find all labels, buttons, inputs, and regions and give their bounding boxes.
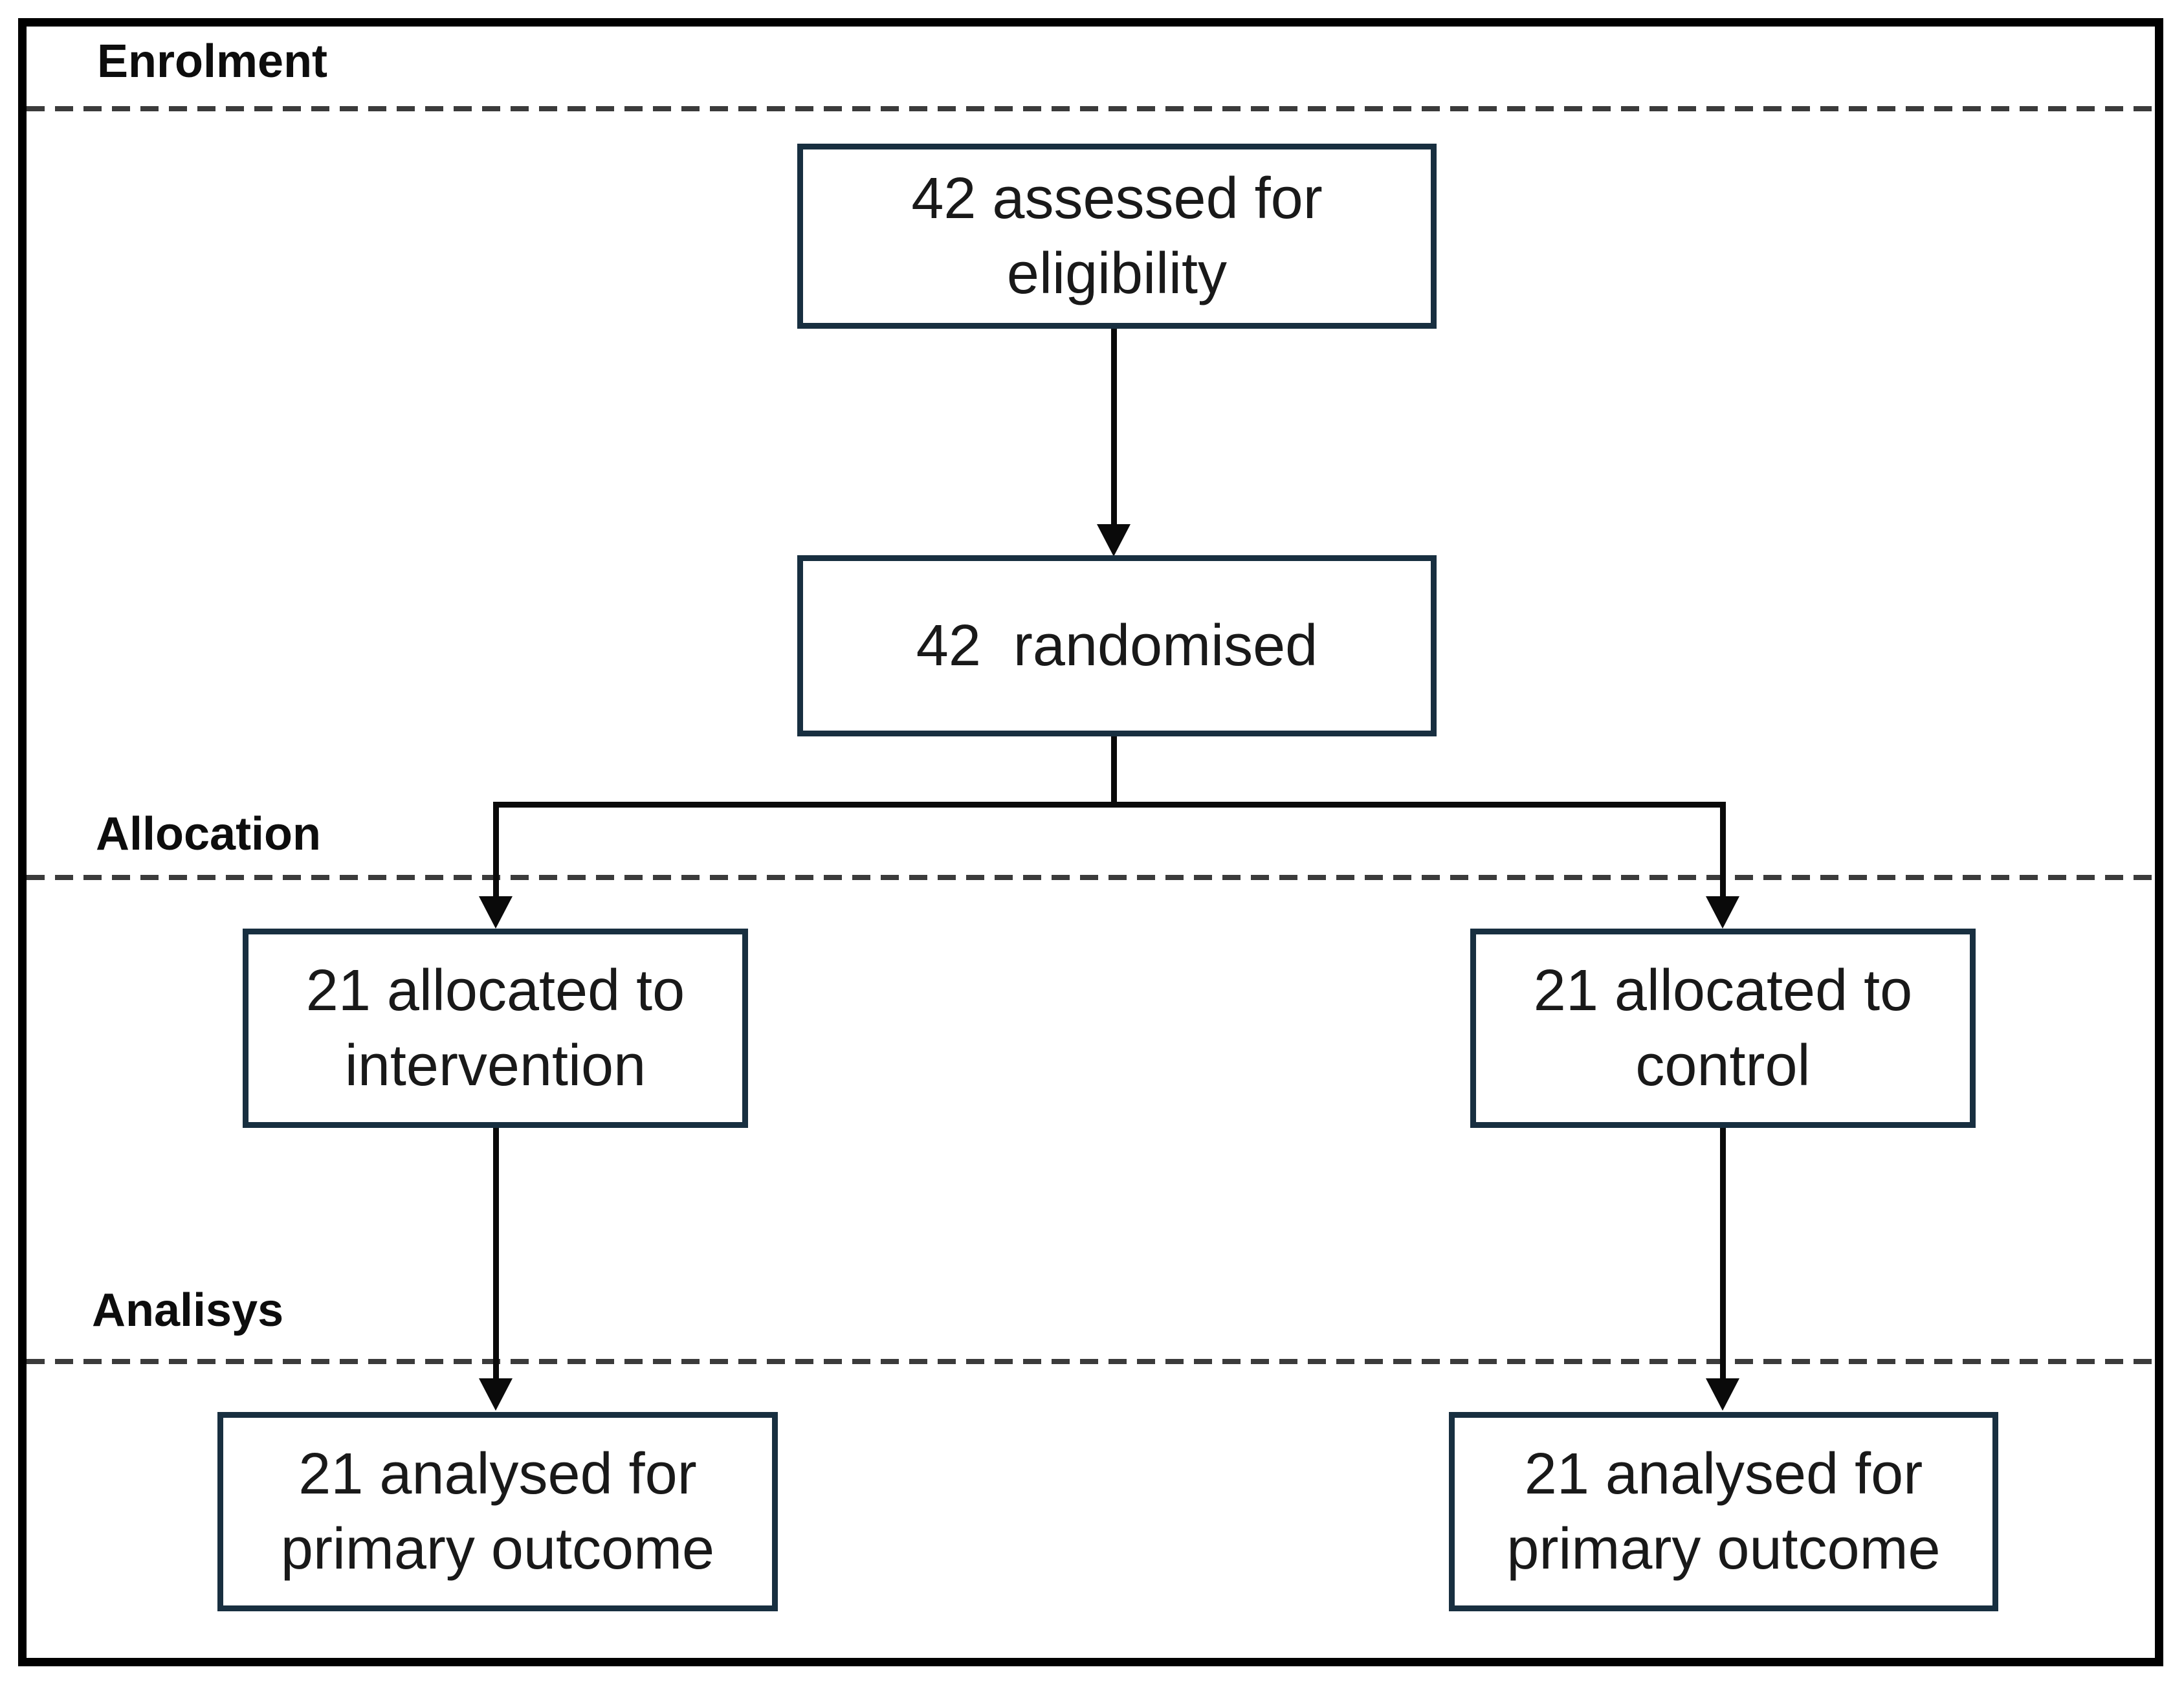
connector-control-to-analysis [1720, 1126, 1726, 1380]
box-analysed-control-text: 21 analysed for primary outcome [1506, 1442, 1941, 1582]
connector-randomised-to-branch [1111, 731, 1117, 808]
box-allocated-intervention: 21 allocated to intervention [243, 929, 748, 1128]
connector-branch-to-control [1720, 802, 1726, 898]
box-allocated-control-text: 21 allocated to control [1533, 958, 1913, 1098]
box-assessed-for-eligibility: 42 assessed for eligibility [797, 144, 1437, 329]
box-allocated-intervention-text: 21 allocated to intervention [305, 958, 685, 1098]
arrowhead-analysis-intervention [479, 1378, 513, 1411]
divider-analysis [27, 1359, 2157, 1364]
arrowhead-intervention [479, 896, 513, 929]
connector-eligibility-to-randomised [1111, 327, 1117, 524]
outer-frame [18, 18, 2163, 1666]
box-allocated-control: 21 allocated to control [1470, 929, 1976, 1128]
box-analysed-control: 21 analysed for primary outcome [1449, 1412, 1998, 1611]
section-label-enrolment: Enrolment [97, 36, 328, 87]
connector-branch-to-intervention [493, 802, 499, 898]
arrowhead-randomised [1097, 524, 1131, 557]
box-randomised: 42 randomised [797, 555, 1437, 736]
section-label-analysis: Analisys [92, 1285, 284, 1336]
box-assessed-for-eligibility-text: 42 assessed for eligibility [911, 166, 1323, 306]
section-label-allocation: Allocation [96, 808, 322, 860]
box-analysed-intervention: 21 analysed for primary outcome [217, 1412, 778, 1611]
arrowhead-analysis-control [1706, 1378, 1739, 1411]
box-randomised-text: 42 randomised [916, 613, 1318, 678]
divider-enrolment [27, 106, 2157, 111]
connector-intervention-to-analysis [493, 1126, 499, 1380]
divider-allocation [27, 875, 2157, 880]
branch-horizontal-line [493, 802, 1726, 808]
arrowhead-control [1706, 896, 1739, 929]
box-analysed-intervention-text: 21 analysed for primary outcome [280, 1442, 715, 1582]
